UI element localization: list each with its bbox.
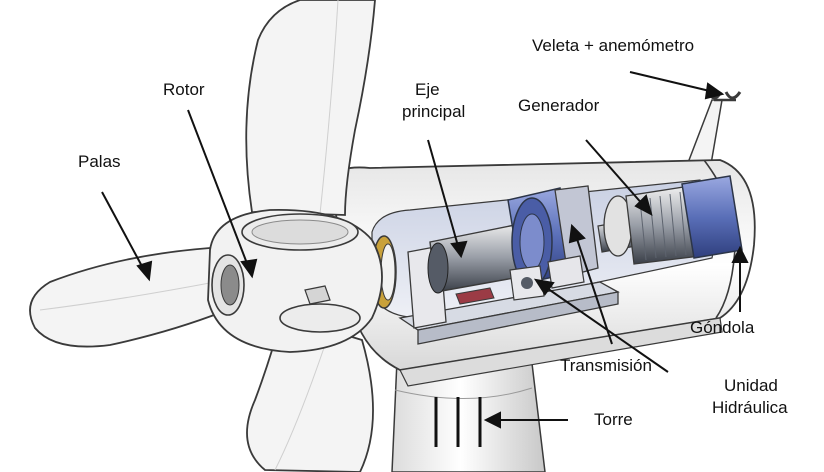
arrow-veleta: [629, 71, 725, 100]
label-rotor: Rotor: [163, 80, 205, 99]
blade-lower: [246, 314, 374, 472]
label-generador: Generador: [518, 96, 600, 115]
arrow-generador: [585, 139, 653, 216]
arrow-palas: [101, 191, 153, 282]
label-gondola: Góndola: [690, 318, 755, 337]
label-unidad-line2: Hidráulica: [712, 398, 788, 417]
arrow-gondola: [731, 245, 749, 312]
rotor-hub: [207, 209, 383, 353]
label-unidad-line1: Unidad: [724, 376, 778, 395]
label-eje-line1: Eje: [415, 80, 440, 99]
arrow-eje: [427, 139, 468, 259]
label-veleta-anemometro: Veleta + anemómetro: [532, 36, 695, 55]
arrow-torre: [483, 411, 568, 429]
blade-upper: [245, 0, 376, 216]
hydraulic-unit: [509, 265, 545, 301]
label-palas: Palas: [78, 152, 121, 171]
label-eje-line2: principal: [402, 102, 466, 121]
blade-left: [29, 247, 224, 348]
leader-arrows: [101, 71, 749, 429]
arrow-unidad: [533, 278, 669, 373]
label-transmision: Transmisión: [560, 356, 652, 375]
arrow-rotor: [187, 109, 258, 279]
wind-vane-mast: [684, 91, 742, 171]
arrow-transmision: [568, 223, 613, 345]
tower-section-lines: [434, 397, 482, 447]
label-torre: Torre: [594, 410, 633, 429]
